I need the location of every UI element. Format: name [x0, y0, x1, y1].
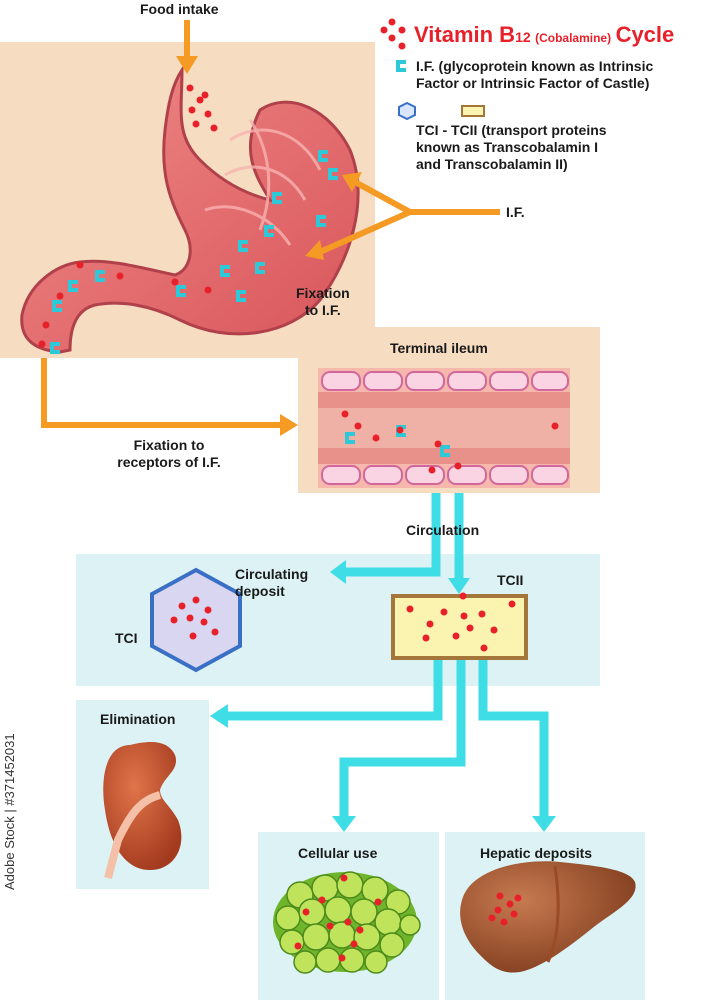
legend-tc-text: TCI - TCII (transport proteins known as …: [416, 122, 607, 172]
intrinsic-factor-markers: [50, 150, 450, 457]
fixation-receptors-label: Fixation to receptors of I.F.: [117, 437, 221, 470]
food-intake-label: Food intake: [140, 1, 219, 17]
terminal-ileum-label: Terminal ileum: [390, 340, 488, 356]
tcii-label: TCII: [497, 572, 524, 588]
stomach-illustration: [20, 65, 360, 354]
elimination-label: Elimination: [100, 711, 176, 727]
if-glyph-icon: [396, 60, 406, 72]
if-arrow-label: I.F.: [506, 204, 525, 220]
food-intake-arrowhead: [176, 56, 198, 74]
cellular-use-label: Cellular use: [298, 845, 378, 861]
circulating-deposit-label: Circulating deposit: [235, 566, 309, 599]
fixation-if-label: Fixation to I.F.: [296, 285, 350, 318]
ileum-illustration: [318, 368, 570, 488]
tci-hexagon-icon: [398, 101, 416, 121]
diagram-title: Vitamin B12 (Cobalamine) Cycle: [414, 22, 675, 47]
tci-hexagon: [150, 567, 242, 673]
cyan-arrows: [226, 493, 549, 818]
legend-if-text: I.F. (glycoprotein known as Intrinsic Fa…: [416, 58, 654, 91]
kidney-illustration: [103, 742, 182, 880]
vitamin-dots-icon: [380, 18, 406, 50]
orange-arrows: [41, 20, 500, 428]
stock-watermark: Adobe Stock | #371452031: [2, 733, 17, 890]
tcii-box-icon: [461, 105, 485, 117]
vitamin-b12-dots: [38, 84, 559, 962]
tci-label: TCI: [115, 630, 138, 646]
legend-icons: [380, 18, 485, 121]
circulation-label: Circulation: [406, 522, 480, 538]
hepatic-deposits-label: Hepatic deposits: [480, 845, 593, 861]
liver-illustration: [460, 861, 636, 973]
tcii-box: [391, 594, 528, 660]
